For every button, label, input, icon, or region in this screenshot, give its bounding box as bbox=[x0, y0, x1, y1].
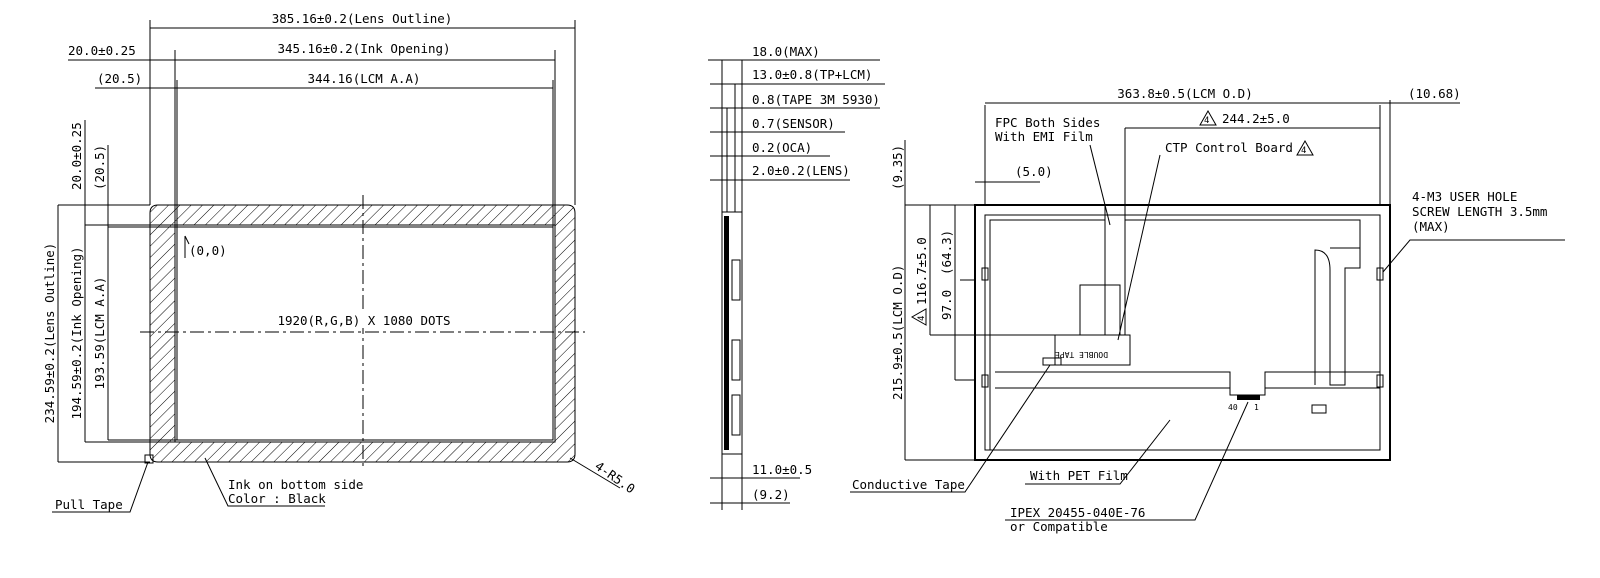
screw-note-3: (MAX) bbox=[1412, 219, 1450, 234]
fpc-cable bbox=[1104, 204, 1126, 336]
pin-1-label: 1 bbox=[1254, 403, 1259, 412]
dim-64: (64.3) bbox=[939, 230, 954, 275]
top-margin: 20.0±0.25 bbox=[69, 122, 84, 190]
lcm-active-area bbox=[176, 226, 554, 441]
side-view: 18.0(MAX) 13.0±0.8(TP+LCM) 0.8(TAPE 3M 5… bbox=[708, 44, 885, 510]
svg-text:4: 4 bbox=[1301, 146, 1306, 156]
lcm-od-width: 363.8±0.5(LCM O.D) bbox=[1117, 86, 1252, 101]
left-margin: 20.0±0.25 bbox=[68, 43, 136, 58]
ctp-control-board bbox=[1054, 334, 1131, 366]
lcm-aa-width: 344.16(LCM A.A) bbox=[308, 71, 421, 86]
bottom-thickness: 11.0±0.5 bbox=[752, 462, 812, 477]
ink-note-2: Color : Black bbox=[228, 491, 326, 506]
tp-lcm-thickness: 13.0±0.8(TP+LCM) bbox=[752, 67, 872, 82]
screw-note-1: 4-M3 USER HOLE bbox=[1412, 189, 1517, 204]
conductive-tape-label: Conductive Tape bbox=[852, 477, 965, 492]
connector-note-2: or Compatible bbox=[1010, 519, 1108, 534]
left-margin-ref: (20.5) bbox=[97, 71, 142, 86]
top-margin-ref: (20.5) bbox=[92, 145, 107, 190]
dim-97: 97.0 bbox=[939, 290, 954, 320]
lens-outline-height: 234.59±0.2(Lens Outline) bbox=[42, 243, 57, 424]
tape-thickness: 0.8(TAPE 3M 5930) bbox=[752, 92, 880, 107]
ctp-board-label: CTP Control Board bbox=[1165, 140, 1293, 155]
ink-opening-width: 345.16±0.2(Ink Opening) bbox=[277, 41, 450, 56]
pull-tape-label: Pull Tape bbox=[55, 497, 123, 512]
fpc-length: 244.2±5.0 bbox=[1222, 111, 1290, 126]
connector-note-1: IPEX 20455-040E-76 bbox=[1010, 505, 1145, 520]
lens-outline-width: 385.16±0.2(Lens Outline) bbox=[272, 11, 453, 26]
screw-hole bbox=[1376, 374, 1384, 388]
screw-hole bbox=[981, 374, 989, 388]
screw-hole bbox=[981, 267, 989, 281]
rear-view: DOUBLE TAPE 40 1 363. bbox=[850, 86, 1565, 534]
sensor-thickness: 0.7(SENSOR) bbox=[752, 116, 835, 131]
fpc-note-2: With EMI Film bbox=[995, 129, 1093, 144]
top-offset: (9.35) bbox=[890, 145, 905, 190]
origin-label: (0,0) bbox=[189, 243, 227, 258]
side-panel bbox=[721, 211, 743, 455]
revision-triangle-icon: 4 bbox=[1199, 109, 1217, 126]
ink-opening-height: 194.59±0.2(Ink Opening) bbox=[69, 246, 84, 419]
fpc-connector bbox=[1237, 395, 1260, 400]
double-tape-label: DOUBLE TAPE bbox=[1055, 350, 1108, 359]
lcm-od-height: 215.9±0.5(LCM O.D) bbox=[890, 265, 905, 400]
svg-text:4: 4 bbox=[1204, 116, 1209, 126]
corner-radius-label: 4-R5.0 bbox=[592, 458, 638, 496]
fpc-offset: (5.0) bbox=[1015, 164, 1053, 179]
lens-thickness: 2.0±0.2(LENS) bbox=[752, 163, 850, 178]
lcm-outline bbox=[974, 204, 1391, 461]
pull-tape-tab bbox=[144, 454, 154, 464]
ink-note-1: Ink on bottom side bbox=[228, 477, 363, 492]
revision-triangle-icon: 4 bbox=[910, 308, 927, 326]
bottom-thickness-ref: (9.2) bbox=[752, 487, 790, 502]
right-offset: (10.68) bbox=[1408, 86, 1461, 101]
screw-hole bbox=[1376, 267, 1384, 281]
origin-marker bbox=[184, 235, 190, 258]
lcm-aa-height: 193.59(LCM A.A) bbox=[92, 277, 107, 390]
hatched-ink-border bbox=[149, 204, 576, 463]
oca-thickness: 0.2(OCA) bbox=[752, 140, 812, 155]
total-thickness: 18.0(MAX) bbox=[752, 44, 820, 59]
resolution-label: 1920(R,G,B) X 1080 DOTS bbox=[277, 313, 450, 328]
front-view: 385.16±0.2(Lens Outline) 345.16±0.2(Ink … bbox=[42, 11, 638, 513]
dim-116: 116.7±5.0 bbox=[914, 237, 929, 305]
revision-triangle-icon: 4 bbox=[1296, 139, 1314, 156]
svg-text:4: 4 bbox=[917, 316, 927, 321]
screw-note-2: SCREW LENGTH 3.5mm bbox=[1412, 204, 1547, 219]
fpc-note-1: FPC Both Sides bbox=[995, 115, 1100, 130]
pin-40-label: 40 bbox=[1228, 403, 1238, 412]
pet-film-label: With PET Film bbox=[1030, 468, 1128, 483]
